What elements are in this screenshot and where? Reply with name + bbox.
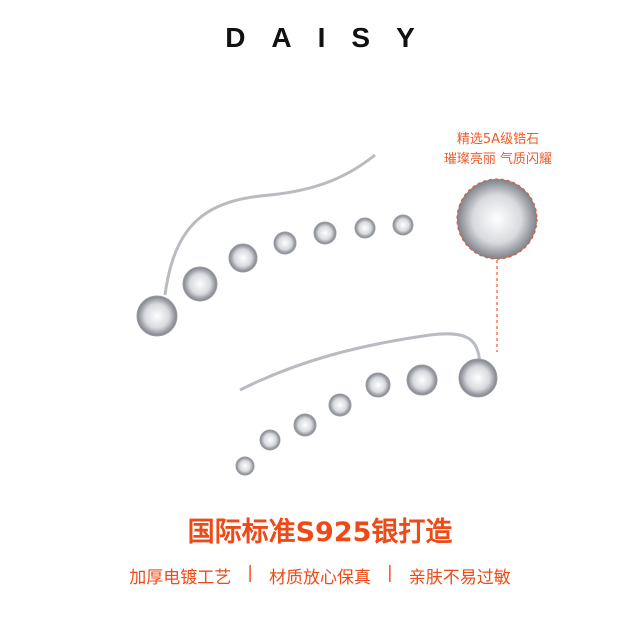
zircon-stone — [328, 393, 352, 417]
upper-earring-stones — [136, 214, 414, 337]
zircon-stone — [293, 413, 317, 437]
zircon-stone — [182, 266, 218, 302]
zircon-stone — [406, 364, 438, 396]
lower-earring-wire — [239, 332, 482, 392]
upper-earring-wire — [163, 153, 376, 296]
feature-item: 加厚电镀工艺 — [129, 568, 232, 588]
feature-list: 加厚电镀工艺 | 材质放心保真 | 亲肤不易过敏 — [0, 563, 640, 588]
feature-item: 亲肤不易过敏 — [408, 568, 511, 588]
zircon-stone — [313, 221, 337, 245]
zircon-stone — [273, 231, 297, 255]
zircon-stone — [458, 358, 498, 398]
lower-earring-stones — [235, 358, 498, 476]
feature-separator: | — [387, 563, 393, 583]
zircon-stone — [392, 214, 414, 236]
callout-line-2: 璀璨亮丽 气质闪耀 — [443, 152, 553, 167]
zircon-stone — [228, 243, 258, 273]
feature-separator: | — [247, 563, 253, 583]
zircon-stone — [354, 217, 376, 239]
brand-logo: DAISY — [225, 22, 441, 53]
zircon-closeup — [456, 178, 538, 260]
zircon-callout: 精选5A级锆石 璀璨亮丽 气质闪耀 — [428, 130, 568, 170]
zircon-stone — [235, 456, 255, 476]
zircon-stone — [365, 372, 391, 398]
callout-line-1: 精选5A级锆石 — [456, 132, 540, 147]
headline: 国际标准S925银打造 — [187, 517, 453, 548]
zircon-stone — [259, 429, 281, 451]
feature-item: 材质放心保真 — [269, 568, 371, 588]
zircon-stone — [136, 295, 178, 337]
